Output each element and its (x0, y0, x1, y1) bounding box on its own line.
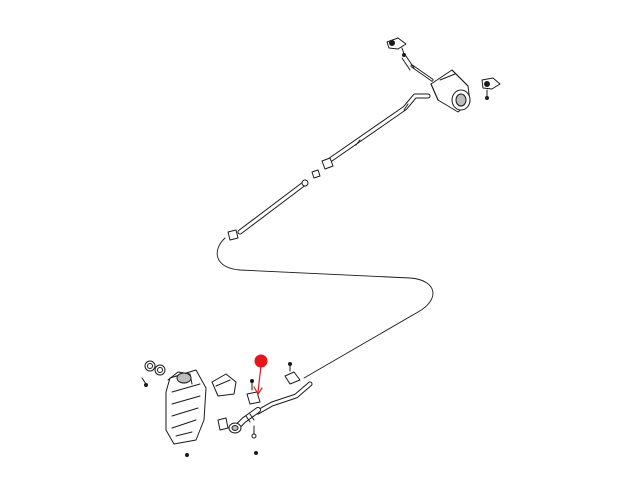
rear-pipe-section (327, 93, 431, 163)
muffler-mount-isolator-right (481, 77, 501, 100)
muffler-mount-isolator-left (386, 37, 407, 57)
flex-pipe (228, 381, 313, 434)
pipe-clamp-rear (311, 157, 334, 179)
tailpipe-tip (401, 55, 434, 82)
pipe-hanger (284, 362, 301, 385)
converter-bracket (211, 373, 237, 431)
intermediate-pipe-path (216, 237, 434, 379)
pipe-clamp-front (227, 229, 239, 241)
front-pipe-section (237, 179, 309, 235)
callout-marker (253, 354, 268, 395)
catalytic-converter (165, 369, 207, 457)
rear-muffler (430, 69, 471, 113)
isolator-bolt (246, 379, 261, 455)
converter-gasket (141, 360, 166, 387)
